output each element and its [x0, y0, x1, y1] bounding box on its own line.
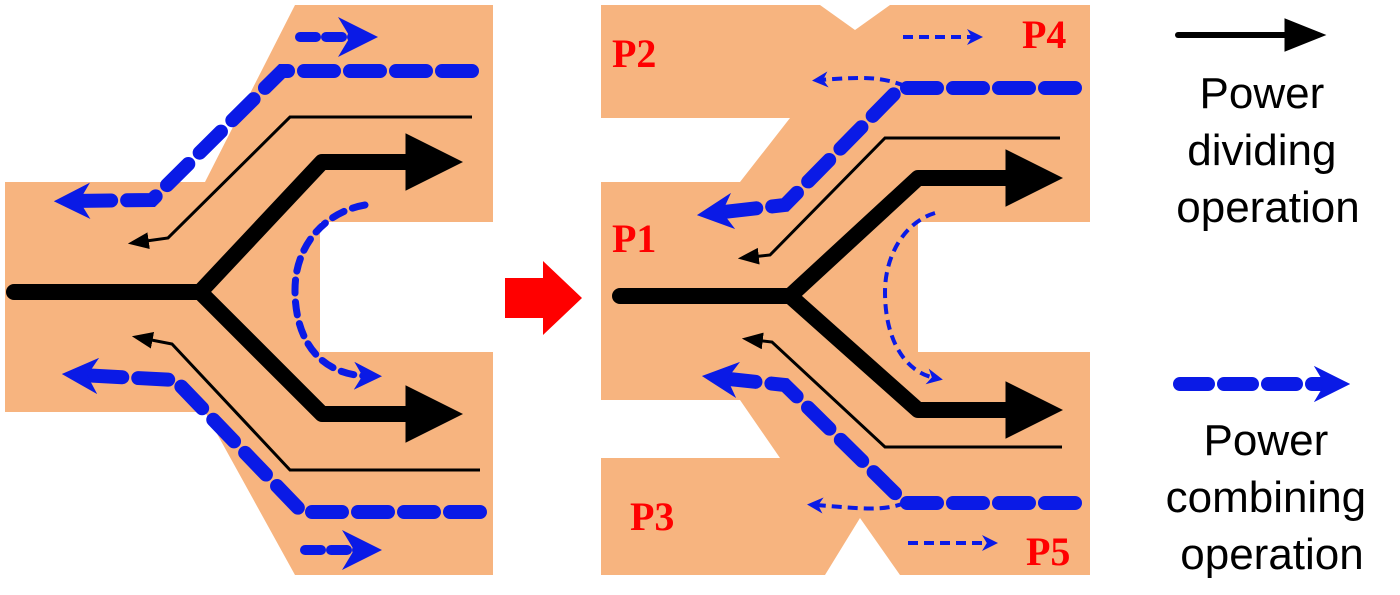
- port-label-p5: P5: [1026, 529, 1070, 574]
- right-thin-lower: [741, 332, 1062, 449]
- legend-combining-line1: Power: [1204, 416, 1329, 465]
- right-combining-curve: [882, 211, 943, 385]
- legend: Power dividing operation Power combining…: [1166, 18, 1379, 579]
- right-x-junction: P2 P4 P1 P3 P5: [601, 5, 1090, 575]
- right-combining-bottom: [701, 361, 1082, 510]
- left-combining-top: [53, 64, 479, 219]
- right-reflection-bottom: [807, 497, 906, 514]
- transform-arrow: [505, 261, 582, 335]
- legend-dividing-line1: Power: [1200, 69, 1325, 118]
- legend-dividing-line2: dividing: [1187, 126, 1336, 175]
- left-substrate: [5, 5, 493, 575]
- left-y-junction: [5, 5, 493, 575]
- right-thin-upper: [737, 136, 1060, 265]
- right-combining-top: [696, 81, 1082, 230]
- left-thin-lower: [131, 331, 480, 472]
- svg-text:Power combining op: Power combining operation: [1166, 416, 1379, 579]
- left-thin-upper: [127, 115, 472, 250]
- port-label-p2: P2: [612, 31, 656, 76]
- right-substrate: [601, 5, 1090, 575]
- legend-dividing-line3: operation: [1176, 183, 1359, 232]
- legend-combining-line3: operation: [1180, 530, 1363, 579]
- port-label-p3: P3: [630, 494, 674, 539]
- left-combining-curve: [291, 201, 382, 390]
- right-reflection-top: [812, 71, 906, 88]
- left-dividing-lower: [192, 284, 464, 443]
- right-dividing-main: [612, 149, 1064, 304]
- port-label-p4: P4: [1022, 12, 1066, 57]
- svg-text:Power dividing ope: Power dividing operation: [1176, 69, 1359, 232]
- left-dividing-main: [6, 133, 464, 300]
- port-label-p1: P1: [612, 216, 656, 261]
- legend-combining-line2: combining: [1166, 473, 1367, 522]
- right-dividing-lower: [782, 288, 1064, 439]
- left-combining-bottom: [61, 357, 487, 519]
